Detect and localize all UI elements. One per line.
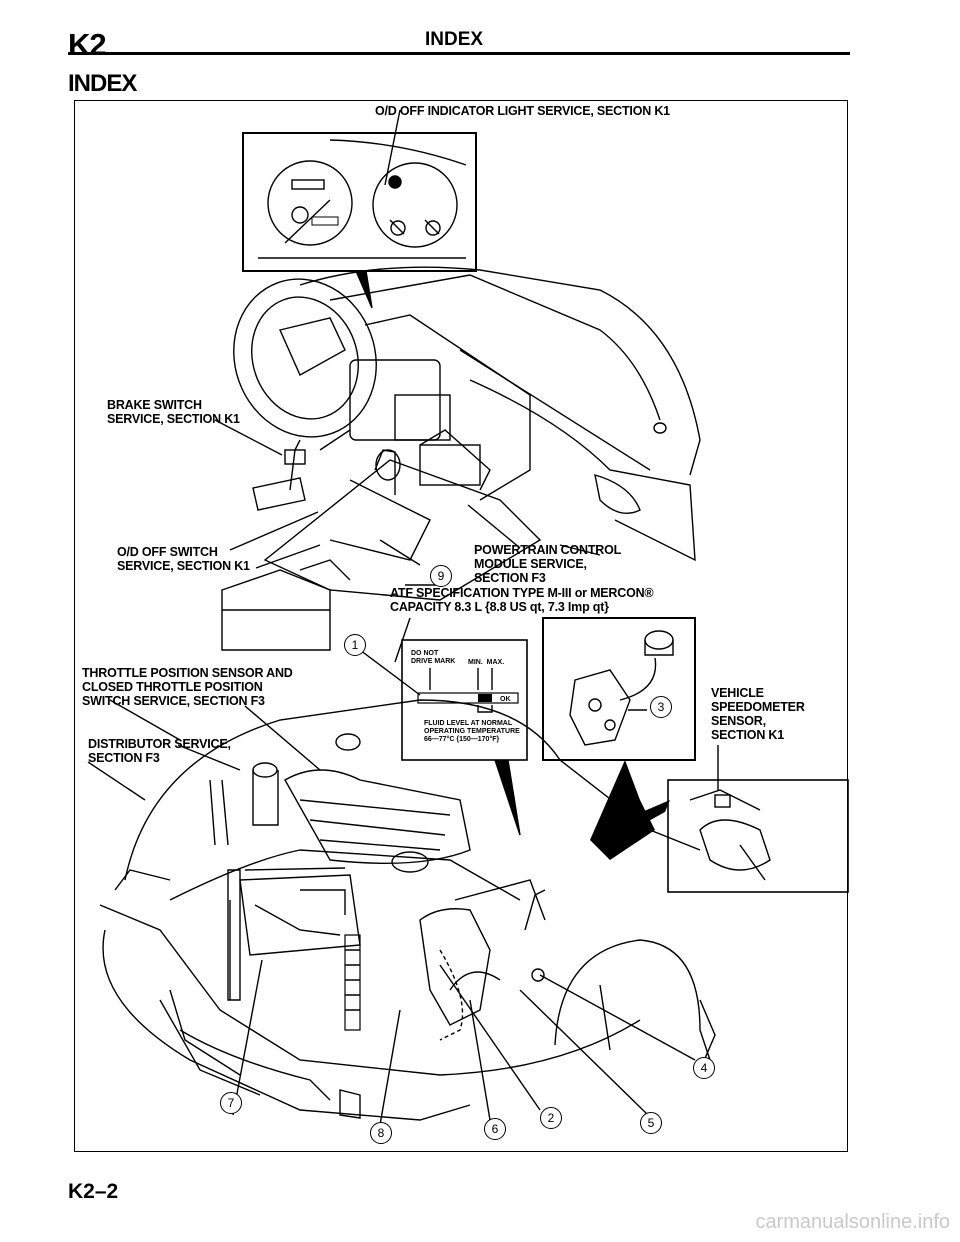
od-indicator-label: O/D OFF INDICATOR LIGHT SERVICE, SECTION… <box>375 104 670 118</box>
od-switch-label: O/D OFF SWITCH SERVICE, SECTION K1 <box>117 545 250 573</box>
callout-6: 6 <box>484 1118 506 1140</box>
header-rule <box>68 52 850 55</box>
do-not-drive-text: DO NOT DRIVE MARK <box>411 650 456 665</box>
callout-9: 9 <box>430 565 452 587</box>
callout-2: 2 <box>540 1107 562 1129</box>
min-max-text: MIN. MAX. <box>468 659 505 666</box>
throttle-sensor-label: THROTTLE POSITION SENSOR AND CLOSED THRO… <box>82 666 293 708</box>
powertrain-label: POWERTRAIN CONTROL MODULE SERVICE, SECTI… <box>474 543 622 585</box>
callout-3: 3 <box>650 696 672 718</box>
brake-switch-label: BRAKE SWITCH SERVICE, SECTION K1 <box>107 398 240 426</box>
atf-spec-label: ATF SPECIFICATION TYPE M-III or MERCON® … <box>390 586 654 614</box>
distributor-label: DISTRIBUTOR SERVICE, SECTION F3 <box>88 737 231 765</box>
fluid-level-text: FLUID LEVEL AT NORMAL OPERATING TEMPERAT… <box>424 720 520 743</box>
callout-7: 7 <box>220 1092 242 1114</box>
watermark: carmanualsonline.info <box>755 1211 950 1233</box>
ok-text: OK <box>500 696 511 703</box>
callout-5: 5 <box>640 1112 662 1134</box>
dipstick-inset <box>401 639 528 761</box>
page-heading: INDEX <box>68 70 137 97</box>
callout-4: 4 <box>693 1057 715 1079</box>
page-number: K2–2 <box>68 1180 119 1203</box>
header-title: INDEX <box>425 29 484 50</box>
vss-inset <box>542 617 696 761</box>
section-code: K2 <box>68 27 107 62</box>
callout-8: 8 <box>370 1122 392 1144</box>
vss-label: VEHICLE SPEEDOMETER SENSOR, SECTION K1 <box>711 686 805 742</box>
callout-1: 1 <box>344 634 366 656</box>
illustration-frame <box>74 100 848 1152</box>
vss-detail-inset <box>667 779 849 893</box>
instrument-cluster-inset <box>242 132 477 272</box>
